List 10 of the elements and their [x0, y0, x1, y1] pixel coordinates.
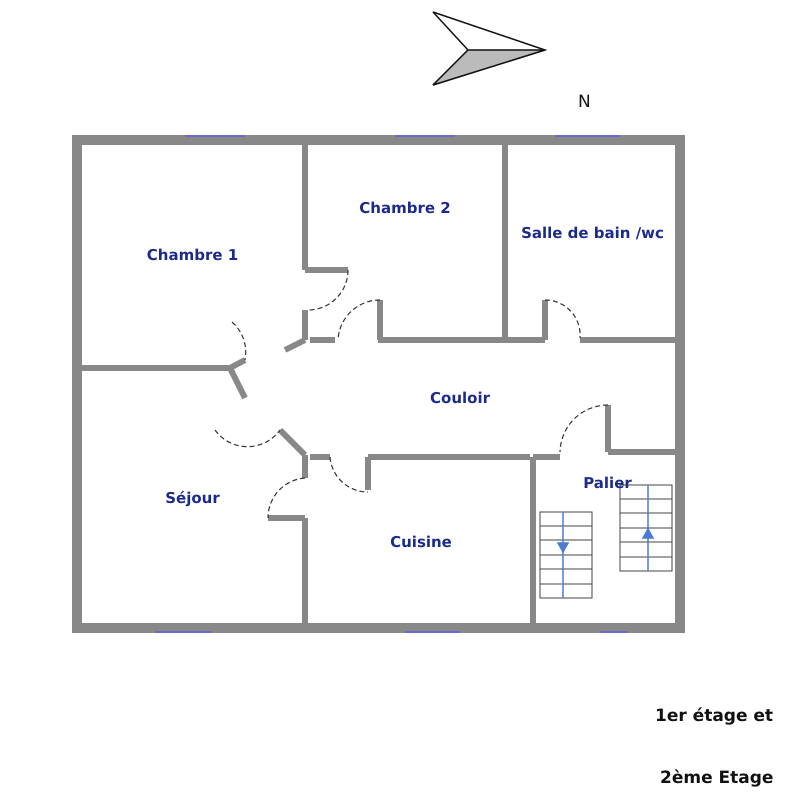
room-label: Couloir [430, 388, 490, 406]
room-label: Salle de bain /wc [521, 224, 664, 242]
room-label: Séjour [165, 488, 220, 506]
floor-label: 1er étage et [655, 706, 774, 726]
room-label: Chambre 1 [146, 246, 238, 264]
room-label: Cuisine [390, 533, 452, 551]
room-label: Chambre 2 [359, 198, 451, 216]
room-label: Palier [583, 474, 632, 492]
compass-label: N [578, 92, 591, 112]
floor-label: 2ème Etage [660, 768, 774, 788]
